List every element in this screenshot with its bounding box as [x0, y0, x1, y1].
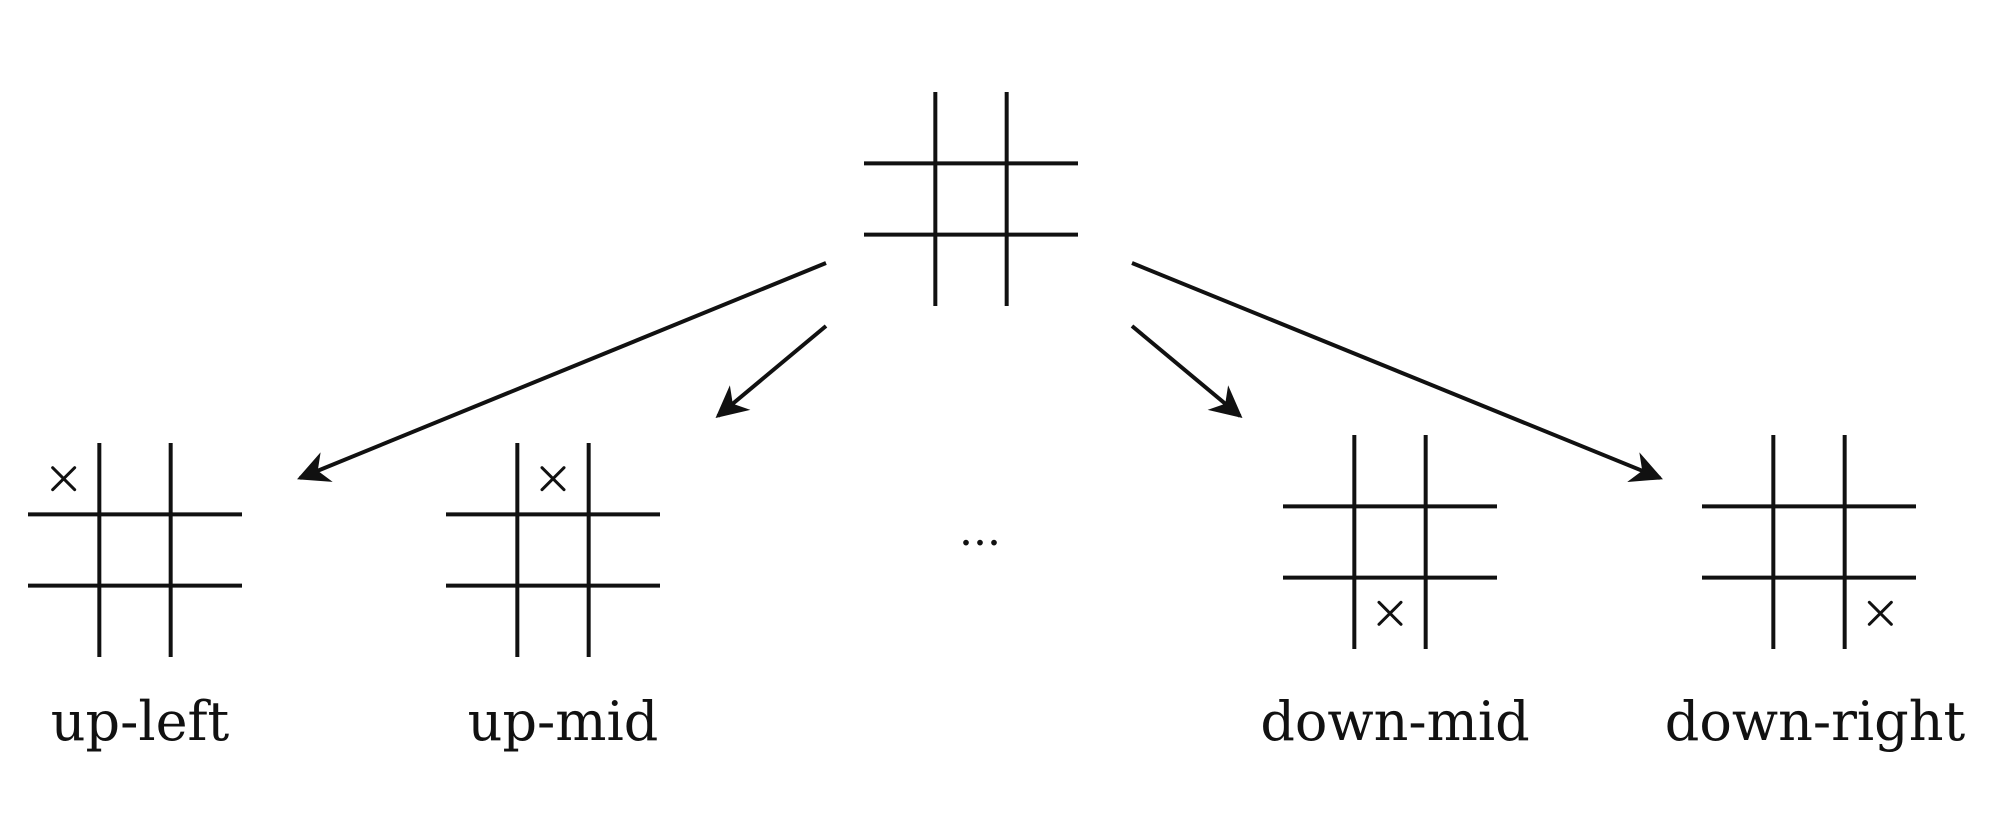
child-board-down-mid	[1283, 435, 1497, 649]
cross-mark	[1867, 600, 1893, 626]
child-labels: up-left up-mid down-mid down-right	[51, 690, 1966, 753]
arrow-to-down-mid	[1130, 324, 1243, 419]
arrow-to-down-right	[1131, 261, 1663, 482]
arrow-to-up-mid	[715, 324, 828, 419]
root-board-grid	[864, 92, 1078, 306]
child-board-up-left	[28, 443, 242, 657]
cross-mark	[51, 466, 77, 492]
arrows	[297, 261, 1663, 482]
child-board-down-right	[1702, 435, 1916, 649]
ellipsis: ...	[959, 505, 1001, 556]
child-boards	[28, 435, 1916, 657]
child-label-up-mid: up-mid	[468, 690, 659, 753]
root-board	[864, 92, 1078, 306]
cross-mark	[1377, 600, 1403, 626]
arrow-to-up-left	[297, 261, 827, 482]
cross-mark	[540, 466, 566, 492]
child-label-down-right: down-right	[1665, 690, 1966, 753]
child-label-down-mid: down-mid	[1260, 690, 1529, 753]
child-board-up-mid	[446, 443, 660, 657]
child-label-up-left: up-left	[51, 690, 230, 753]
